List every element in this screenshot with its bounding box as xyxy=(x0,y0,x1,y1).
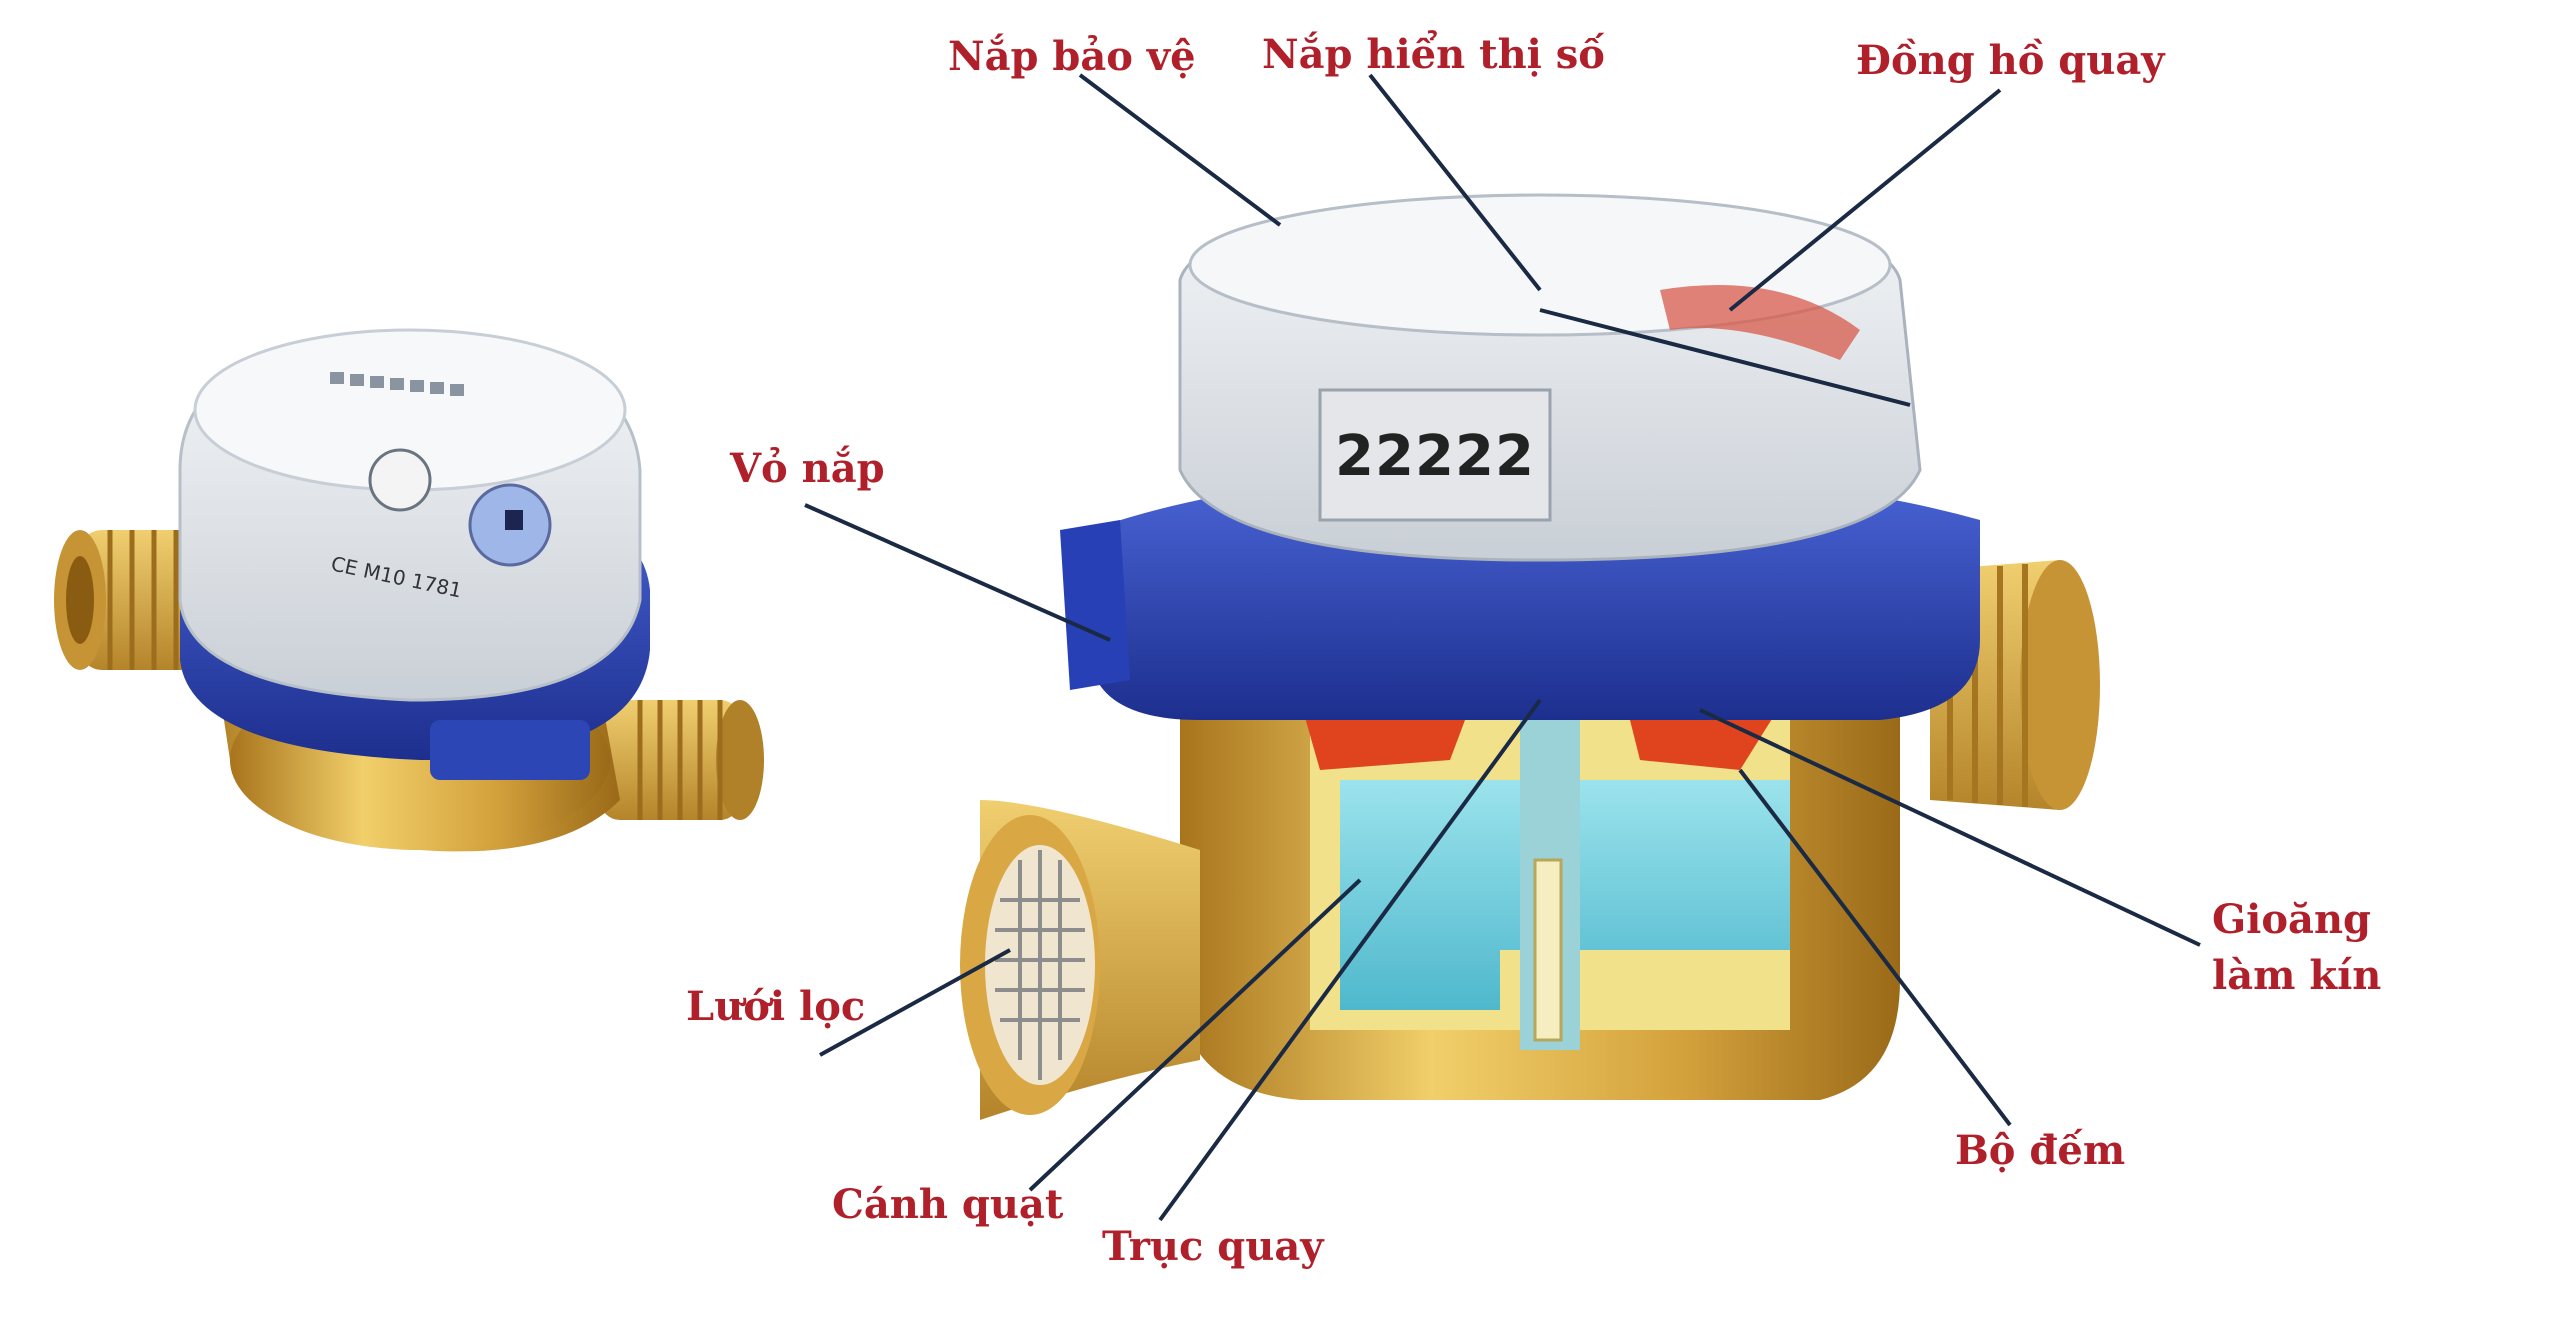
counter-digit: 2 xyxy=(1495,424,1534,489)
leader-dong-ho-quay-2 xyxy=(1539,308,1911,407)
label-truc-quay: Trục quay xyxy=(1102,1223,1324,1270)
label-luoi-loc: Lưới lọc xyxy=(686,983,866,1030)
leader-bo-dem xyxy=(1738,768,2012,1127)
label-gioang-lam-kin: Gioăng làm kín xyxy=(2212,892,2412,1004)
counter-digit: 2 xyxy=(1335,424,1374,489)
inlet-cutaway xyxy=(960,800,1200,1120)
label-nap-bao-ve: Nắp bảo vệ xyxy=(948,33,1196,80)
outlet-thread xyxy=(600,700,764,820)
label-dong-ho-quay: Đồng hồ quay xyxy=(1856,37,2165,84)
leader-canh-quat xyxy=(1028,878,1362,1192)
leader-nap-bao-ve xyxy=(1078,73,1282,227)
label-bo-dem: Bộ đếm xyxy=(1955,1127,2126,1174)
label-vo-nap: Vỏ nắp xyxy=(730,445,885,492)
ring-clip xyxy=(430,720,590,780)
cutaway-meter-illustration: 2 2 2 2 2 xyxy=(960,193,2100,1120)
counter-digit: 2 xyxy=(1415,424,1454,489)
ring-latch xyxy=(1060,520,1130,690)
leader-nap-hien-thi-so xyxy=(1368,73,1542,292)
leader-luoi-loc xyxy=(819,948,1011,1057)
digit-counter xyxy=(1318,388,1552,522)
label-gioang-lam-kin-line1: Gioăng xyxy=(2212,896,2372,943)
label-nap-hien-thi-so: Nắp hiển thị số xyxy=(1262,31,1605,78)
logo-badge-icon xyxy=(368,448,432,512)
complete-meter-illustration: CE M10 1781 xyxy=(54,328,764,852)
leader-lines xyxy=(804,73,2201,1222)
leader-gioang-lam-kin xyxy=(1699,708,2201,947)
leader-truc-quay xyxy=(1158,698,1542,1222)
spindle xyxy=(1533,858,1563,1042)
leader-dong-ho-quay xyxy=(1728,88,2002,312)
leader-vo-nap xyxy=(804,503,1111,642)
label-gioang-lam-kin-line2: làm kín xyxy=(2212,952,2382,999)
dial-pointer xyxy=(1660,285,1860,360)
inlet-thread xyxy=(54,530,230,670)
strainer-mesh-icon xyxy=(995,850,1085,1080)
counter-digit: 2 xyxy=(1375,424,1414,489)
label-canh-quat: Cánh quạt xyxy=(832,1181,1064,1228)
counter-digit: 2 xyxy=(1455,424,1494,489)
